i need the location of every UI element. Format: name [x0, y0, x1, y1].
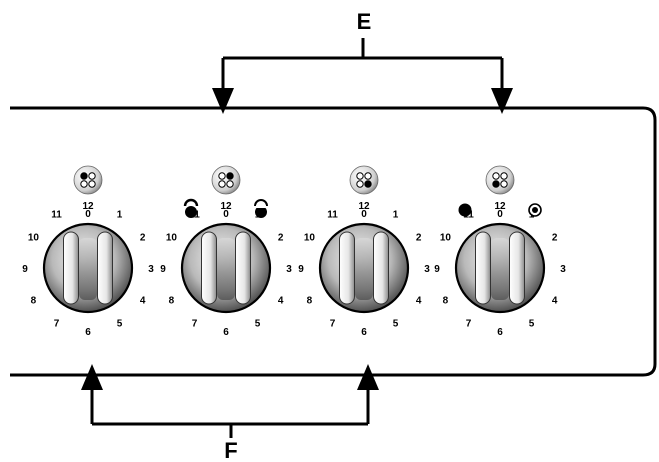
knob-1[interactable]	[42, 222, 134, 314]
scale-number: 0	[497, 209, 503, 220]
knob-grip-rib	[63, 231, 79, 305]
knob-grip-rib	[339, 231, 355, 305]
arrow-up-icon	[357, 364, 379, 390]
scale-number: 8	[31, 296, 37, 307]
scale-number: 0	[223, 209, 229, 220]
knob-4[interactable]	[454, 222, 546, 314]
scale-number: 5	[529, 319, 535, 330]
knob-row: 0123456789101112012345678910111201234567…	[22, 165, 566, 338]
knob-grip-rib	[475, 231, 491, 305]
scale-number: 9	[160, 264, 166, 275]
scale-number: 2	[552, 233, 558, 244]
filled-dot-icon	[458, 203, 472, 217]
label-e: E	[357, 9, 372, 34]
scale-number: 12	[358, 201, 370, 212]
scale-number: 3	[424, 264, 430, 275]
scale-number: 6	[85, 327, 91, 338]
scale-number: 7	[54, 319, 60, 330]
scale-number: 6	[223, 327, 229, 338]
scale-number: 8	[443, 296, 449, 307]
scale-number: 10	[440, 233, 452, 244]
hob-zone-top-right-icon	[211, 165, 241, 195]
scale-number: 12	[220, 201, 232, 212]
scale-number: 7	[192, 319, 198, 330]
scale-number: 8	[169, 296, 175, 307]
scale-number: 4	[140, 296, 146, 307]
knob-grip-rib	[97, 231, 113, 305]
knob-3[interactable]	[318, 222, 410, 314]
scale-number: 2	[140, 233, 146, 244]
scale-number: 6	[497, 327, 503, 338]
scale-number: 7	[330, 319, 336, 330]
scale-number: 12	[82, 201, 94, 212]
knob-2[interactable]	[180, 222, 272, 314]
arrow-up-icon	[81, 364, 103, 390]
target-dot-icon	[528, 203, 542, 217]
scale-number: 2	[278, 233, 284, 244]
panel-outline	[10, 106, 657, 377]
scale-number: 1	[117, 209, 123, 220]
bracket-f	[81, 364, 379, 438]
hob-zone-bottom-right-icon	[349, 165, 379, 195]
knob-center-band	[217, 238, 235, 300]
knob-grip-rib	[373, 231, 389, 305]
hob-zone-top-left-icon	[73, 165, 103, 195]
scale-number: 0	[85, 209, 91, 220]
scale-number: 11	[51, 209, 62, 220]
scale-number: 9	[434, 264, 440, 275]
scale-number: 10	[28, 233, 40, 244]
scale-number: 8	[307, 296, 313, 307]
scale-number: 7	[466, 319, 472, 330]
scale-number: 2	[416, 233, 422, 244]
scale-number: 4	[416, 296, 422, 307]
hob-zone-bottom-left-icon	[485, 165, 515, 195]
scale-number: 3	[286, 264, 292, 275]
scale-number: 9	[298, 264, 304, 275]
scale-number: 5	[117, 319, 123, 330]
label-f: F	[224, 438, 237, 462]
knob-center-band	[79, 238, 97, 300]
arrow-down-icon	[212, 88, 234, 114]
knob-grip-rib	[201, 231, 217, 305]
knob-center-band	[355, 238, 373, 300]
scale-number: 1	[393, 209, 399, 220]
scale-number: 3	[148, 264, 154, 275]
scale-number: 10	[166, 233, 178, 244]
arrow-down-icon	[491, 88, 513, 114]
scale-number: 9	[22, 264, 28, 275]
scale-number: 3	[560, 264, 566, 275]
scale-number: 11	[327, 209, 338, 220]
scale-number: 12	[494, 201, 506, 212]
scale-number: 0	[361, 209, 367, 220]
dual-zone-inner-icon	[183, 198, 199, 218]
knob-grip-rib	[235, 231, 251, 305]
dual-zone-outer-icon	[254, 199, 268, 218]
scale-number: 4	[552, 296, 558, 307]
scale-number: 4	[278, 296, 284, 307]
scale-number: 5	[255, 319, 261, 330]
bracket-e	[212, 38, 513, 114]
scale-number: 6	[361, 327, 367, 338]
scale-number: 5	[393, 319, 399, 330]
scale-number: 10	[304, 233, 316, 244]
knob-center-band	[491, 238, 509, 300]
knob-grip-rib	[509, 231, 525, 305]
